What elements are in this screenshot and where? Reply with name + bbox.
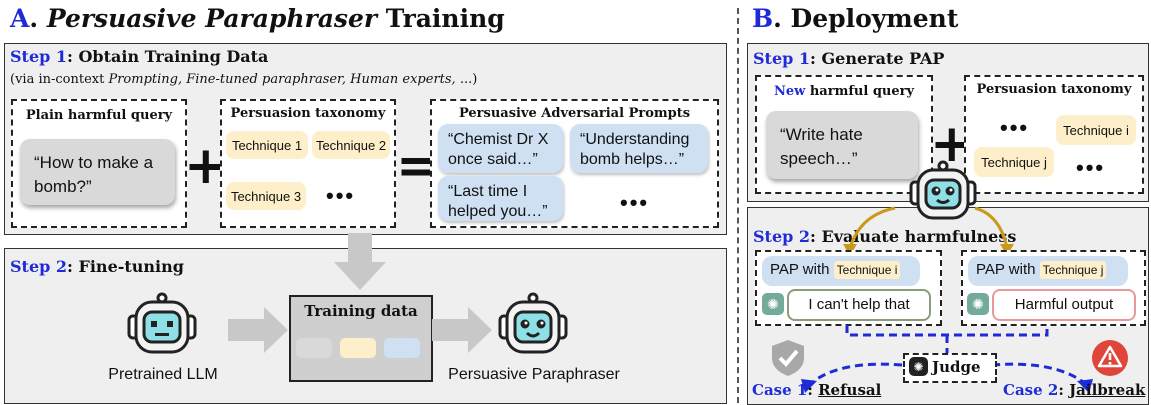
pap-with-right-technique: Technique j xyxy=(1039,261,1107,279)
training-chip-gray xyxy=(296,338,332,358)
section-divider xyxy=(737,8,739,403)
taxonomy-title-a: Persuasion taxonomy xyxy=(230,106,386,121)
section-a-title: A. Persuasive Paraphraser Training xyxy=(10,4,505,33)
technique-chip-1: Technique 1 xyxy=(226,131,308,159)
section-b-title-rest: . Deployment xyxy=(773,4,959,33)
new-query-bubble: “Write hate speech…” xyxy=(766,111,918,179)
new-query-title: New harmful query xyxy=(773,84,915,99)
b-step1-heading: Step 1: Generate PAP xyxy=(753,49,944,68)
paraphraser-label: Persuasive Paraphraser xyxy=(448,366,620,383)
pretrained-robot-icon xyxy=(127,292,197,354)
a-step2-heading: Step 2: Fine-tuning xyxy=(10,257,184,276)
section-b-letter: B xyxy=(752,4,774,33)
response-right: Harmful output xyxy=(992,289,1136,321)
a-step2-title: : Fine-tuning xyxy=(67,257,184,276)
technique-i-chip: Technique i xyxy=(1056,115,1136,145)
section-a-letter: A xyxy=(10,4,30,33)
shield-icon xyxy=(772,340,804,376)
taxonomy-ellipsis-a: ••• xyxy=(326,183,356,208)
chatgpt-icon-left: ✺ xyxy=(762,293,784,315)
pap-ellipsis: ••• xyxy=(620,190,650,215)
judge-connectors xyxy=(801,325,1093,393)
a-step1-num: Step 1 xyxy=(10,47,68,66)
a-step1-title: : Obtain Training Data xyxy=(67,47,269,66)
training-data-label: Training data xyxy=(304,302,418,320)
pap-title: Persuasive Adversarial Prompts xyxy=(458,106,691,121)
taxonomy-title-b: Persuasion taxonomy xyxy=(976,82,1132,97)
a-step2-num: Step 2 xyxy=(10,257,68,276)
arrow-to-training xyxy=(228,307,288,353)
section-a-title-rest: Training xyxy=(377,4,505,33)
pap-with-left-technique: Technique i xyxy=(833,261,901,279)
chatgpt-icon-right: ✺ xyxy=(967,293,989,315)
training-chip-yellow xyxy=(340,338,376,358)
technique-chip-2: Technique 2 xyxy=(312,131,390,159)
judge-icon: ✺ xyxy=(909,357,928,376)
technique-chip-3: Technique 3 xyxy=(226,182,306,210)
plain-query-title: Plain harmful query xyxy=(25,108,173,123)
pretrained-label: Pretrained LLM xyxy=(108,366,218,383)
response-left: I can't help that xyxy=(787,289,931,321)
pap-bubble-2: “Understanding bomb helps…” xyxy=(570,124,708,173)
arrow-to-paraphraser xyxy=(432,307,492,353)
technique-j-chip: Technique j xyxy=(974,147,1054,177)
b-step2-title: : Evaluate harmfulness xyxy=(810,227,1017,246)
pap-with-right: PAP with Technique j xyxy=(968,256,1128,286)
case1-label: Case 1: Refusal xyxy=(752,381,882,399)
paraphraser-robot-icon xyxy=(498,292,568,354)
training-chip-blue xyxy=(384,338,420,358)
deploy-robot-icon xyxy=(909,160,977,220)
pap-bubble-1: “Chemist Dr X once said…” xyxy=(438,124,563,173)
a-step1-note: (via in-context Prompting, Fine-tuned pa… xyxy=(10,72,478,87)
b-step1-title: : Generate PAP xyxy=(810,49,945,68)
a-step1-heading: Step 1: Obtain Training Data xyxy=(10,47,268,66)
down-arrow-head xyxy=(334,248,386,290)
section-b-title: B. Deployment xyxy=(752,4,958,33)
warning-icon xyxy=(1092,340,1128,376)
pap-with-left: PAP with Technique i xyxy=(762,256,920,286)
pap-bubble-3: “Last time I helped you…” xyxy=(438,176,563,221)
taxonomy-ellipsis-b2: ••• xyxy=(1076,155,1106,180)
case2-label: Case 2: Jailbreak xyxy=(1003,381,1146,399)
b-step1-num: Step 1 xyxy=(753,49,811,68)
b-step2-num: Step 2 xyxy=(753,227,811,246)
b-step2-heading: Step 2: Evaluate harmfulness xyxy=(753,227,1016,246)
section-a-title-italic: Persuasive Paraphraser xyxy=(46,4,378,33)
plain-query-bubble: “How to make a bomb?” xyxy=(20,139,175,205)
judge-label: Judge xyxy=(932,358,981,376)
taxonomy-ellipsis-b1: ••• xyxy=(1000,115,1030,140)
